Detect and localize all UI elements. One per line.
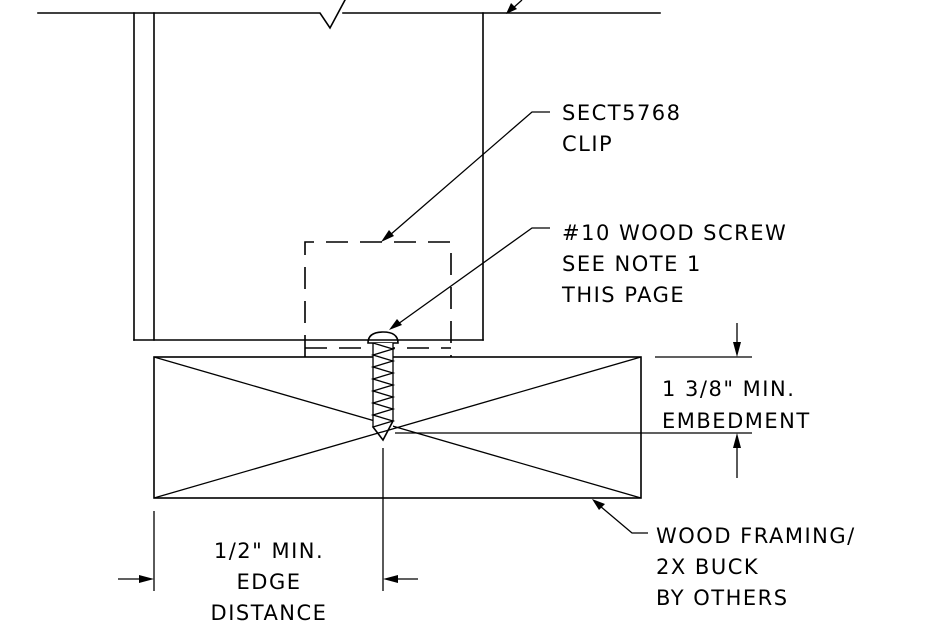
top-leader-arrow [506,0,523,14]
screw-leader [389,227,550,330]
top-wall-break-line [37,0,661,30]
frame-member [133,12,484,341]
embedment-dimension [395,323,752,478]
screw-label-line1: #10 WOOD SCREW [562,221,787,245]
wood-buck [153,356,642,499]
edge-label-line3: DISTANCE [211,601,328,625]
screw-label-line3: THIS PAGE [561,283,685,307]
clip-label-line1: SECT5768 [562,101,682,125]
edge-distance-dimension [118,448,418,591]
framing-label-line2: 2X BUCK [656,555,759,579]
framing-label-line1: WOOD FRAMING/ [656,524,856,548]
screw-label-line2: SEE NOTE 1 [562,252,702,276]
embedment-label-line1: 1 3/8" MIN. [662,377,795,401]
clip-label-line2: CLIP [562,132,613,156]
edge-label-line1: 1/2" MIN. [214,539,324,563]
clip-leader [381,111,550,242]
edge-label-line2: EDGE [237,570,302,594]
framing-label-line3: BY OTHERS [656,586,789,610]
framing-leader [592,499,648,534]
embedment-label-line2: EMBEDMENT [662,409,811,433]
wood-screw [367,331,399,442]
